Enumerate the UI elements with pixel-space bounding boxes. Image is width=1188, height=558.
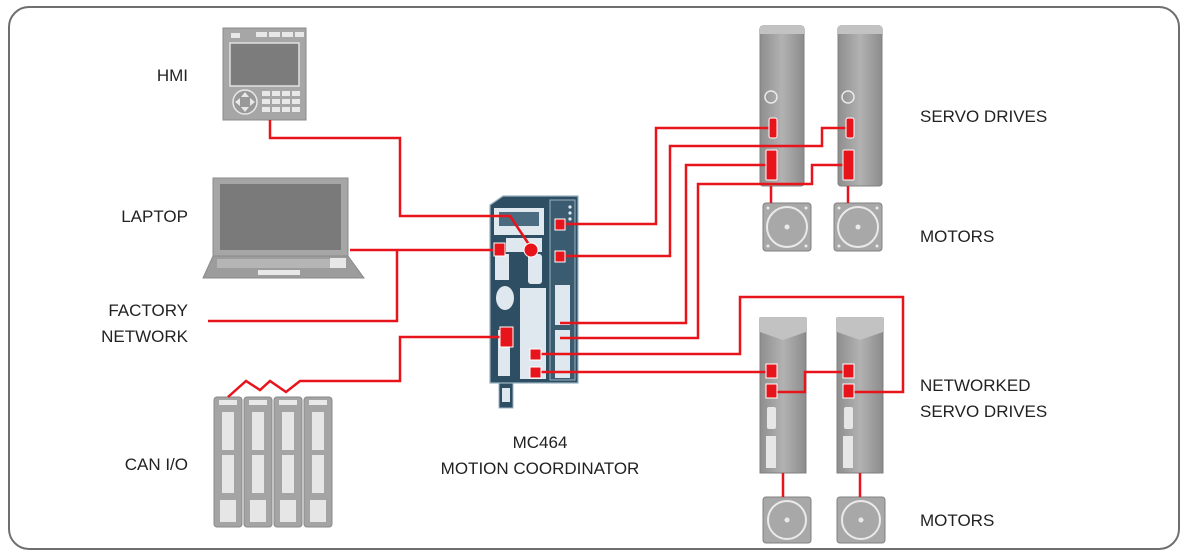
cable-can-io xyxy=(227,335,500,398)
motor-bottom-2 xyxy=(836,496,886,544)
cable-drive2-pwr xyxy=(560,163,848,340)
motor-bottom-1 xyxy=(762,496,812,544)
cable-factory-network xyxy=(208,250,399,323)
networked-servo-drive-1 xyxy=(759,317,807,474)
label-hmi: HMI xyxy=(156,66,188,85)
cables xyxy=(208,120,905,497)
motor-top-1 xyxy=(762,202,812,252)
cable-network-link xyxy=(534,370,850,394)
motor-top-2 xyxy=(833,202,883,252)
label-motors-bottom: MOTORS xyxy=(920,511,995,530)
cable-network-ring xyxy=(534,295,905,394)
label-laptop: LAPTOP xyxy=(121,207,188,226)
cable-drive1-enc xyxy=(561,126,770,226)
hmi-device xyxy=(222,27,307,121)
label-can-io: CAN I/O xyxy=(124,455,188,474)
connectors xyxy=(493,117,855,399)
cable-hmi xyxy=(268,120,532,247)
label-servo-drives: SERVO DRIVES xyxy=(920,107,1048,126)
cable-drive1-pwr xyxy=(560,163,770,325)
label-motors-top: MOTORS xyxy=(920,227,995,246)
servo-drive-2 xyxy=(837,25,883,187)
can-io-modules xyxy=(213,396,333,528)
networked-servo-drive-2 xyxy=(836,317,884,474)
laptop-device xyxy=(202,177,365,279)
cable-drive2-enc xyxy=(561,126,848,258)
